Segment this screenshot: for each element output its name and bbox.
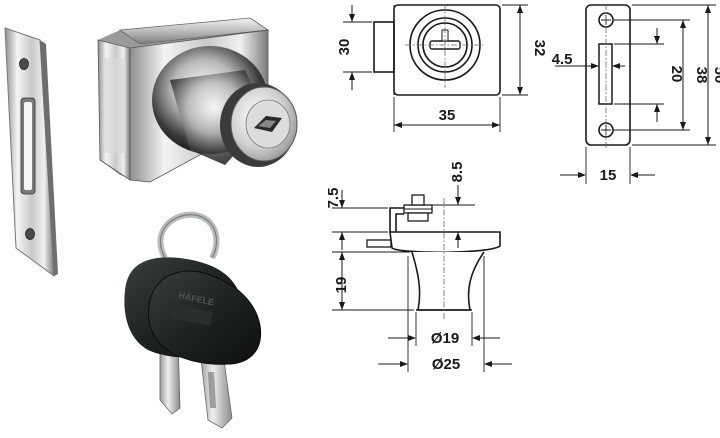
body-front-view: 30 32 35 bbox=[336, 4, 548, 132]
plate-front-view: 4.5 20 38 50 15 bbox=[552, 4, 720, 184]
dim-screw-offset: 8.5 bbox=[449, 162, 466, 183]
strike-plate-photo bbox=[4, 27, 58, 278]
dim-body-width: 35 bbox=[439, 107, 456, 124]
dim-plate-height: 50 bbox=[711, 67, 720, 84]
lock-body-photo bbox=[97, 17, 298, 183]
dim-knob-dia-inner: Ø19 bbox=[431, 330, 459, 347]
dim-knob-height: 19 bbox=[333, 277, 350, 294]
dim-knob-dia-outer: Ø25 bbox=[432, 356, 460, 373]
dim-slot-length: 20 bbox=[668, 66, 685, 83]
dim-body-height-outer: 32 bbox=[531, 40, 548, 57]
dim-plate-width: 15 bbox=[600, 167, 617, 184]
dim-slot-offset: 4.5 bbox=[552, 51, 573, 68]
dim-hole-spacing: 38 bbox=[693, 67, 710, 84]
dim-bracket-height: 7.5 bbox=[325, 188, 342, 209]
key-photo: HÄFELE bbox=[124, 211, 262, 429]
side-view: 8.5 7.5 19 Ø19 Ø25 bbox=[325, 162, 512, 373]
dim-body-height: 30 bbox=[336, 39, 353, 56]
